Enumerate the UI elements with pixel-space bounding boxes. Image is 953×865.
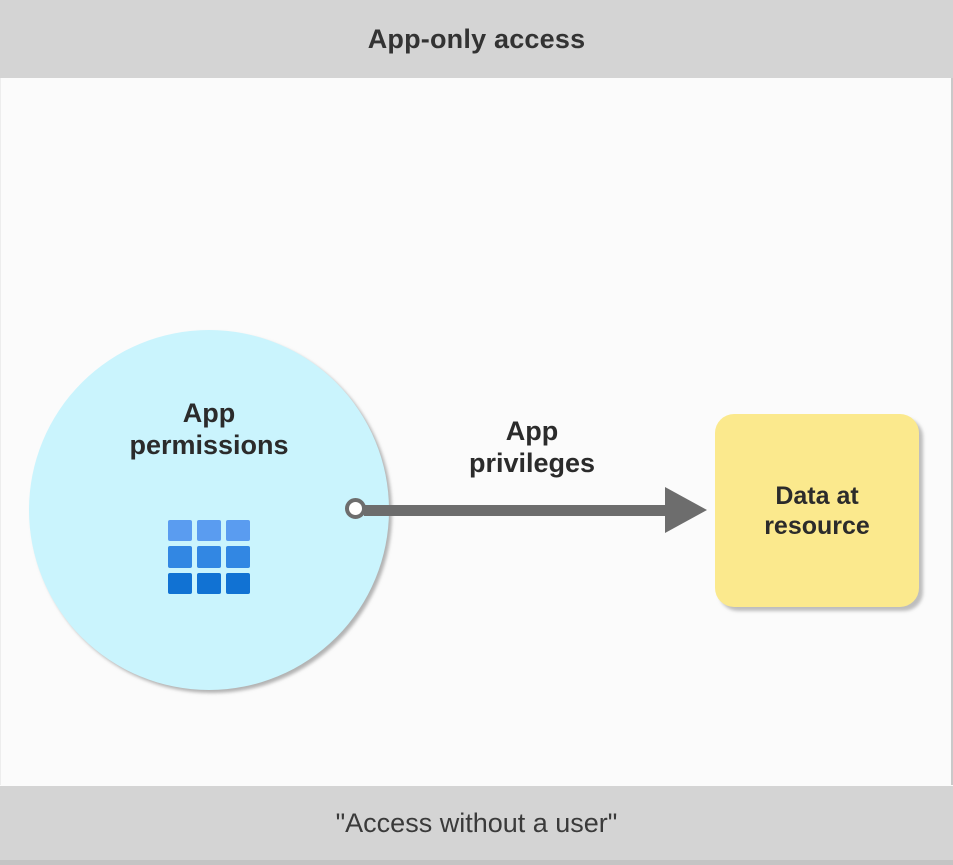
- node-data-at-resource-label: Data at resource: [764, 481, 870, 540]
- footer-band: "Access without a user": [0, 786, 953, 860]
- footer-edge-strip: [0, 860, 953, 865]
- grid-cell: [197, 520, 221, 542]
- grid-cell: [197, 546, 221, 568]
- page-title: App-only access: [367, 23, 586, 54]
- footer-caption: "Access without a user": [335, 807, 618, 838]
- node-data-at-resource[interactable]: Data at resource: [715, 414, 919, 607]
- grid-cell: [168, 520, 192, 542]
- diagram-body: App permissions App privileges Data at r…: [0, 78, 953, 785]
- node-app-permissions-label: App permissions: [129, 398, 289, 460]
- grid-cell: [168, 572, 192, 594]
- connector-line: [364, 505, 671, 516]
- grid-cell: [226, 546, 250, 568]
- connector-origin-dot-icon: [345, 498, 366, 519]
- grid-cell: [226, 572, 250, 594]
- connector-arrowhead-icon: [665, 487, 707, 533]
- header-band: App-only access: [0, 0, 953, 78]
- node-app-permissions[interactable]: App permissions: [29, 330, 389, 690]
- grid-3x3-icon: [168, 520, 250, 594]
- connector-label-app-privileges: App privileges: [468, 416, 596, 478]
- grid-cell: [226, 520, 250, 542]
- grid-cell: [168, 546, 192, 568]
- grid-cell: [197, 572, 221, 594]
